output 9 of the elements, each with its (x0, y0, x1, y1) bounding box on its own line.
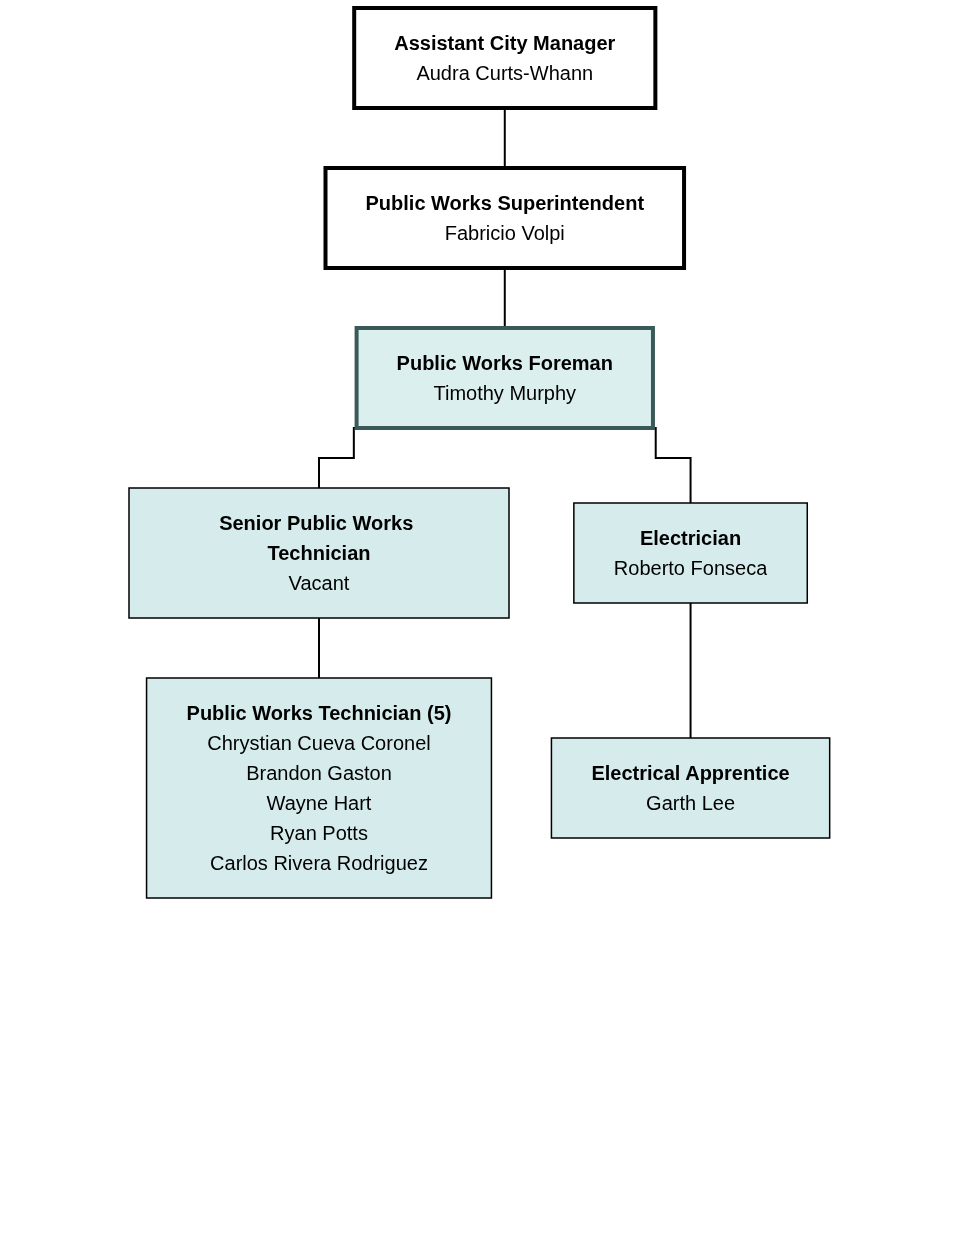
connector (318, 617, 321, 679)
node-box: Public Works Foreman Timothy Murphy (354, 326, 656, 430)
node-box: Electrician Roberto Fonseca (573, 502, 809, 604)
node-box: Senior Public Works Technician Vacant (128, 487, 510, 619)
node-box: Public Works Technician (5) Chrystian Cueva Coronel Brandon Gaston Wayne Hart Ryan Potts Carlos Rivera Rodriguez (145, 677, 493, 899)
connector (689, 602, 692, 739)
node-box: Public Works Superintendent Fabricio Volpi (323, 166, 687, 270)
node-box: Electrical Apprentice Garth Lee (550, 737, 831, 839)
node-box: Assistant City Manager Audra Curts-Whann (352, 6, 658, 110)
